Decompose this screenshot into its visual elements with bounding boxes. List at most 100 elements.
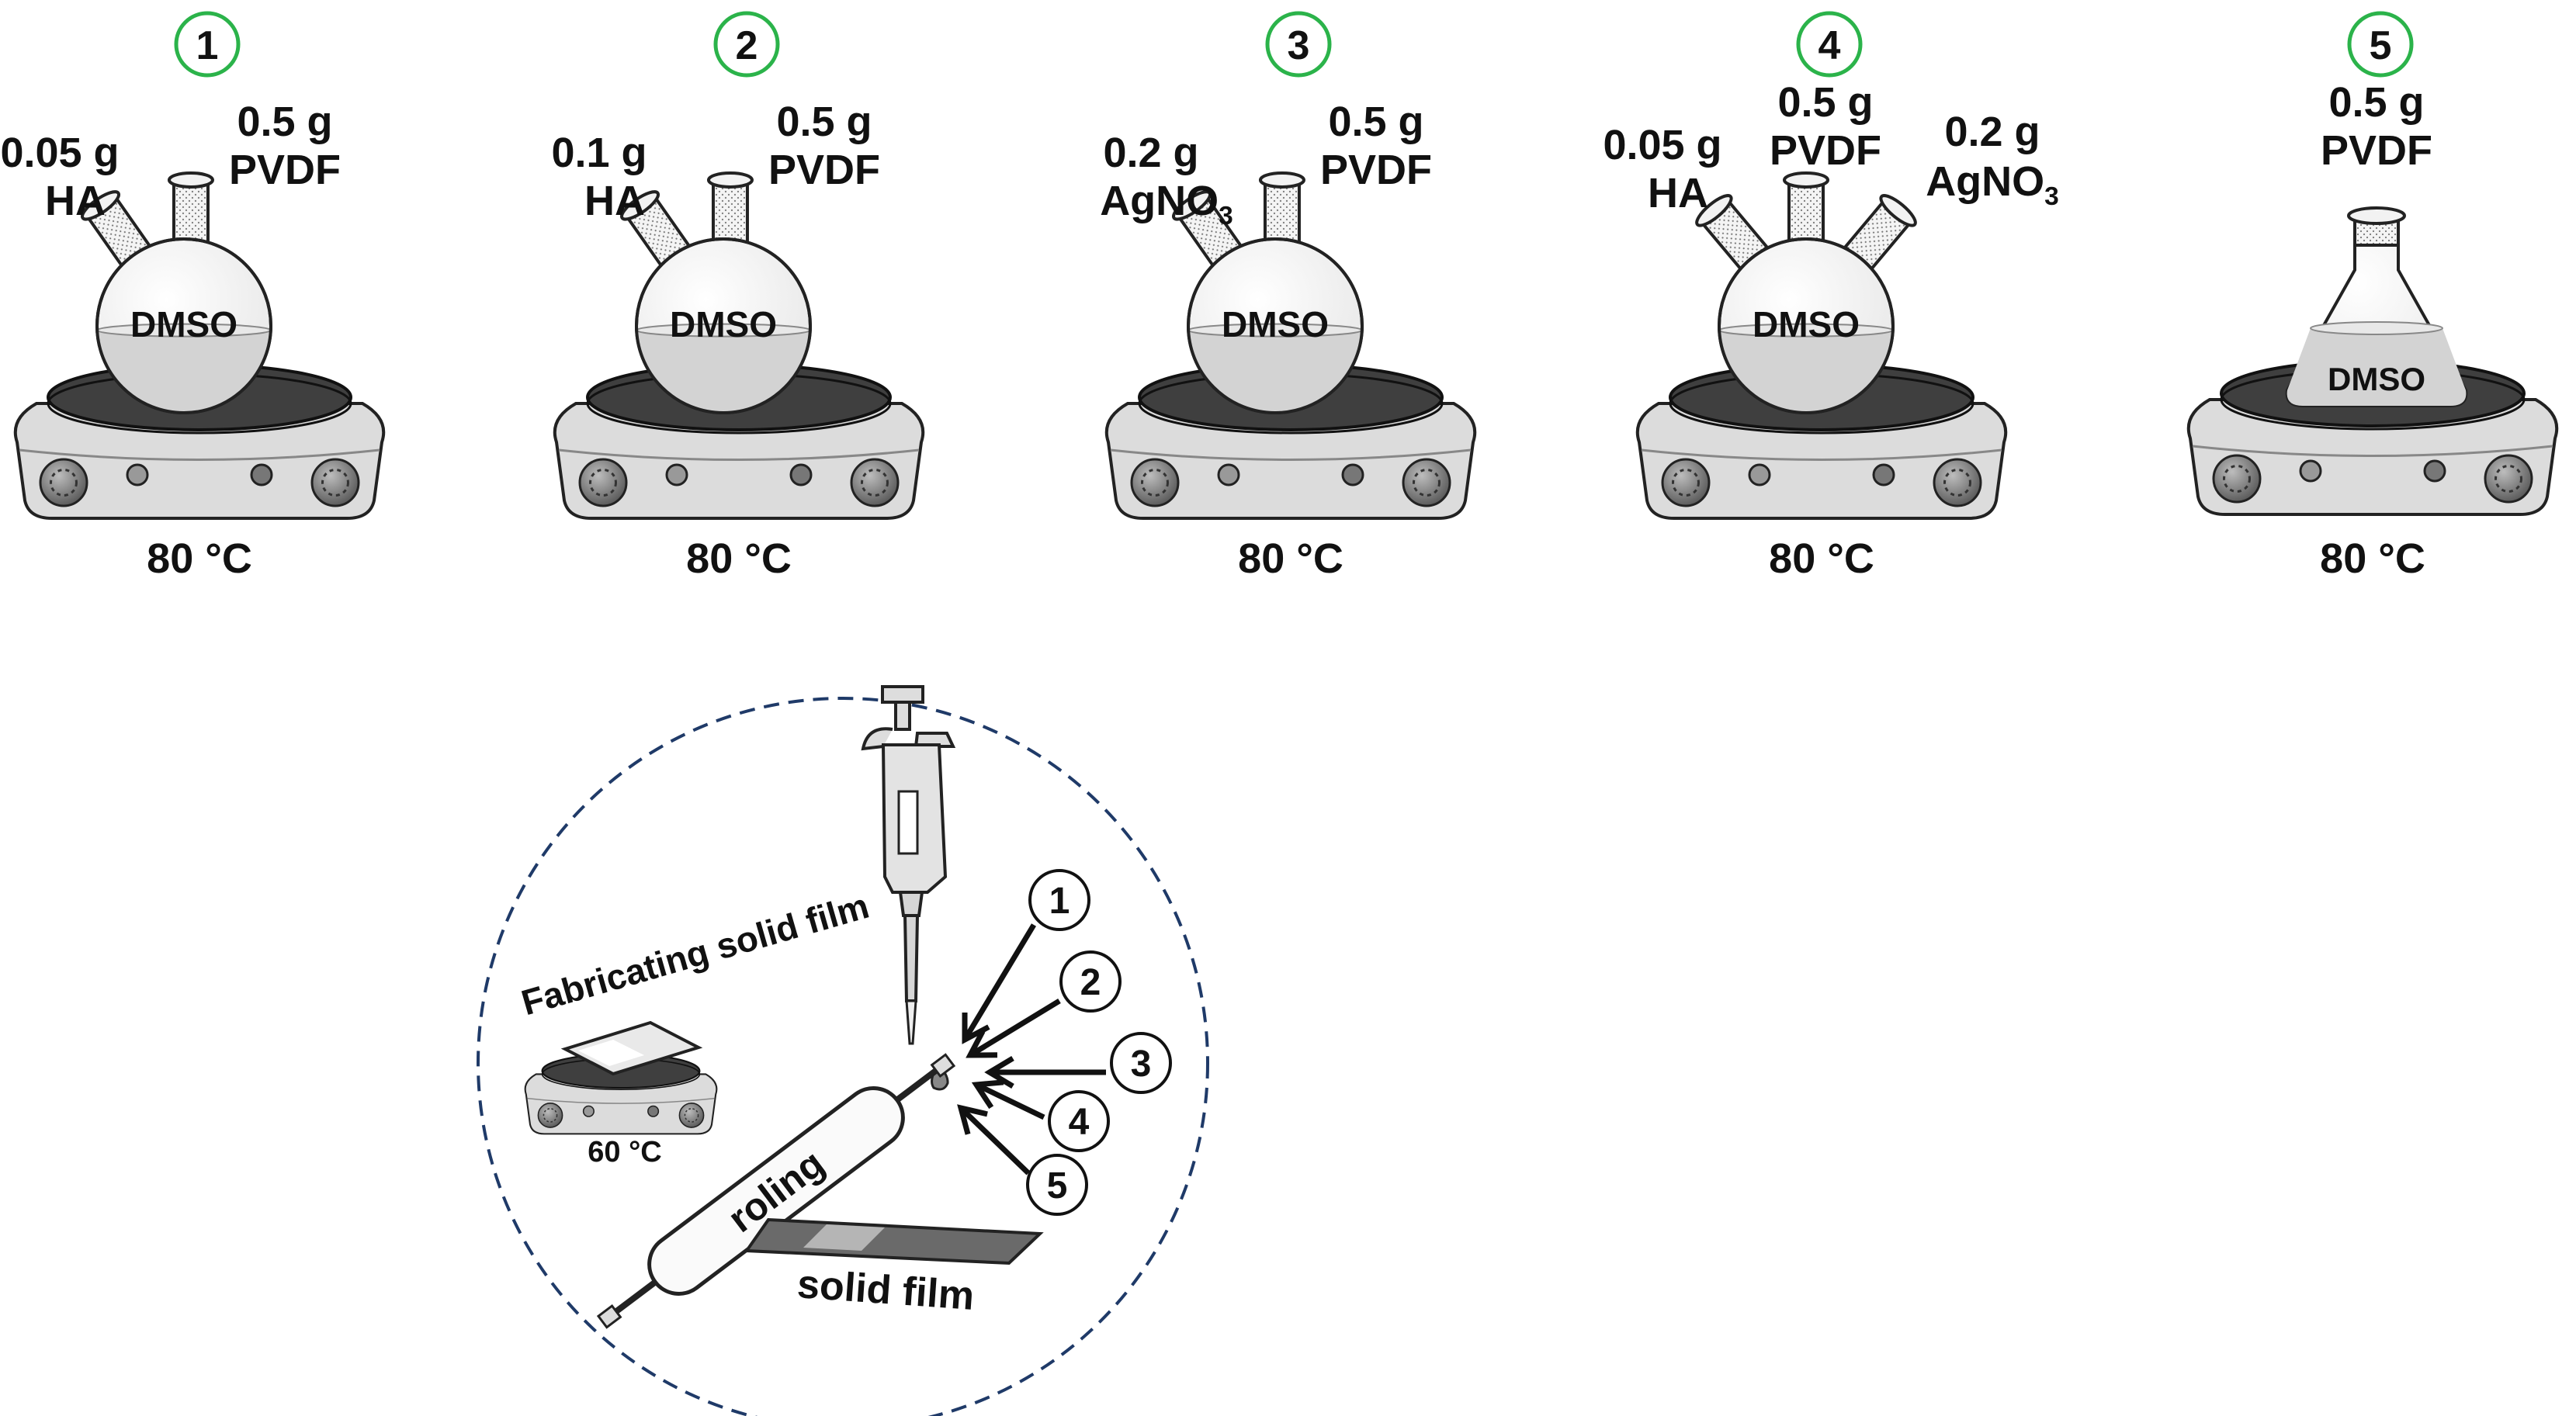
left-reagent-name: AgNO3: [1100, 178, 1233, 230]
temperature-label: 80 °C: [1238, 535, 1343, 582]
hotplate-knob-icon: [578, 458, 628, 507]
hotplate-light-icon: [2423, 459, 2446, 483]
hotplate-knob-ring: [321, 469, 349, 497]
marker-number: 1: [1049, 881, 1070, 922]
pipette-plunger-cap: [881, 685, 924, 704]
right-reagent-name: AgNO3: [1926, 158, 2059, 211]
arrow-head-icon: [971, 1079, 1004, 1110]
left-reagent-amount: 0.05 g: [1603, 122, 1721, 168]
neck-rim: [1258, 171, 1305, 189]
hotplate-light-icon: [1748, 463, 1771, 486]
arrow-line: [962, 923, 1036, 1041]
solution-marker-5: 5: [957, 1104, 1088, 1216]
flask-liquid: [1188, 330, 1362, 413]
hotplate-knob-ring: [1413, 469, 1441, 497]
center-reagent-name: PVDF: [1320, 147, 1432, 193]
setup-number-badge: 4: [1796, 11, 1863, 78]
marker-number: 4: [1069, 1102, 1090, 1143]
hotplate-light-icon: [582, 1105, 595, 1117]
arrow-line: [959, 1106, 1031, 1175]
hotplate-edge: [558, 448, 920, 461]
center-reagent-amount: 0.5 g: [237, 99, 332, 145]
setup-number-badge: 3: [1265, 11, 1332, 78]
pipette-ejector: [914, 732, 956, 748]
pipette-shaft: [903, 914, 920, 1002]
hotplate-light-icon: [126, 463, 149, 486]
arrow-line: [969, 999, 1061, 1058]
hotplate-light-icon: [789, 463, 813, 486]
left-reagent-name-base: AgNO: [1100, 178, 1219, 224]
center-reagent-amount: 0.5 g: [776, 99, 872, 145]
left-reagent-amount: 0.2 g: [1103, 130, 1198, 176]
number-circle: [2347, 11, 2414, 78]
neck-rim: [706, 171, 754, 189]
setup-number: 4: [1818, 23, 1841, 68]
center-reagent-name: PVDF: [2321, 127, 2432, 174]
center-reagent-amount: 0.5 g: [1328, 99, 1423, 145]
hotplate-knob-icon: [1402, 458, 1451, 507]
hotplate-1: [13, 363, 386, 520]
flask-liquid: [636, 330, 810, 413]
center-neck: [706, 171, 754, 248]
hotplate-knob-ring: [1141, 469, 1169, 497]
hotplate-knob-ring: [2223, 465, 2251, 493]
hotplate-knob-ring: [589, 469, 617, 497]
hotplate-knob-ring: [1672, 469, 1700, 497]
hotplate-edge: [1110, 448, 1472, 461]
roller-cap-right: [930, 1053, 956, 1078]
roller-handle-right: [894, 1063, 945, 1103]
solvent-label: DMSO: [130, 304, 237, 344]
pipette-display: [897, 790, 919, 855]
two-neck-flask: DMSO: [1172, 171, 1364, 414]
left-reagent-name: HA: [45, 178, 106, 224]
hotplate-light-icon: [1341, 463, 1364, 486]
pipette-hook: [861, 727, 893, 751]
hotplate-edge: [19, 448, 380, 461]
neck-rim: [620, 190, 660, 221]
solution-marker-4: 4: [971, 1079, 1110, 1152]
flask-liquid: [97, 330, 271, 414]
left-neck: [1695, 194, 1770, 272]
fabrication-title: Fabricating solid film: [517, 885, 873, 1023]
arrow-head-icon: [957, 1104, 988, 1135]
number-circle: [174, 11, 241, 78]
center-reagent-name: PVDF: [229, 147, 341, 193]
hotplate-knob-ring: [50, 469, 78, 497]
solvent-label: DMSO: [1753, 304, 1860, 344]
neck-body: [172, 178, 210, 248]
right-reagent-amount: 0.2 g: [1944, 109, 2040, 155]
two-neck-flask: DMSO: [81, 171, 272, 414]
hotplate-light-icon: [250, 463, 273, 486]
glass-slide: [560, 1020, 703, 1076]
hotplate-knob-icon: [2484, 454, 2533, 504]
pipette-tip: [905, 999, 917, 1045]
neck-rim: [81, 190, 121, 221]
setup-number: 3: [1288, 23, 1310, 68]
right-reagent-name-base: AgNO: [1926, 158, 2044, 205]
hotplate-light-icon: [647, 1105, 660, 1117]
number-circle: [1796, 11, 1863, 78]
two-neck-flask: DMSO: [620, 171, 812, 414]
three-neck-flask: DMSO: [1695, 171, 1917, 414]
hotplate-light-icon: [1872, 463, 1895, 486]
flask-outline: [1718, 237, 1895, 414]
left-reagent-name: HA: [584, 178, 645, 224]
hotplate-knob-icon: [2212, 454, 2262, 504]
solid-film-icon: [744, 1217, 1044, 1265]
left-reagent-name: HA: [1648, 170, 1708, 216]
erlenmeyer-liquid: [2287, 328, 2467, 406]
flask-liquid: [1719, 330, 1893, 413]
hotplate-knob-icon: [1933, 458, 1982, 507]
neck-body: [1263, 178, 1301, 248]
solution-marker-1: 1: [962, 869, 1090, 1044]
number-circle: [1265, 11, 1332, 78]
solvent-label: DMSO: [1222, 304, 1329, 344]
side-neck: [620, 190, 692, 268]
right-reagent-name-subscript: 3: [2044, 182, 2059, 211]
hotplate-knob-ring: [2495, 465, 2522, 493]
hotplate-knob-icon: [39, 458, 88, 507]
hotplate-light-icon: [665, 463, 688, 486]
setup-number: 2: [736, 23, 758, 68]
